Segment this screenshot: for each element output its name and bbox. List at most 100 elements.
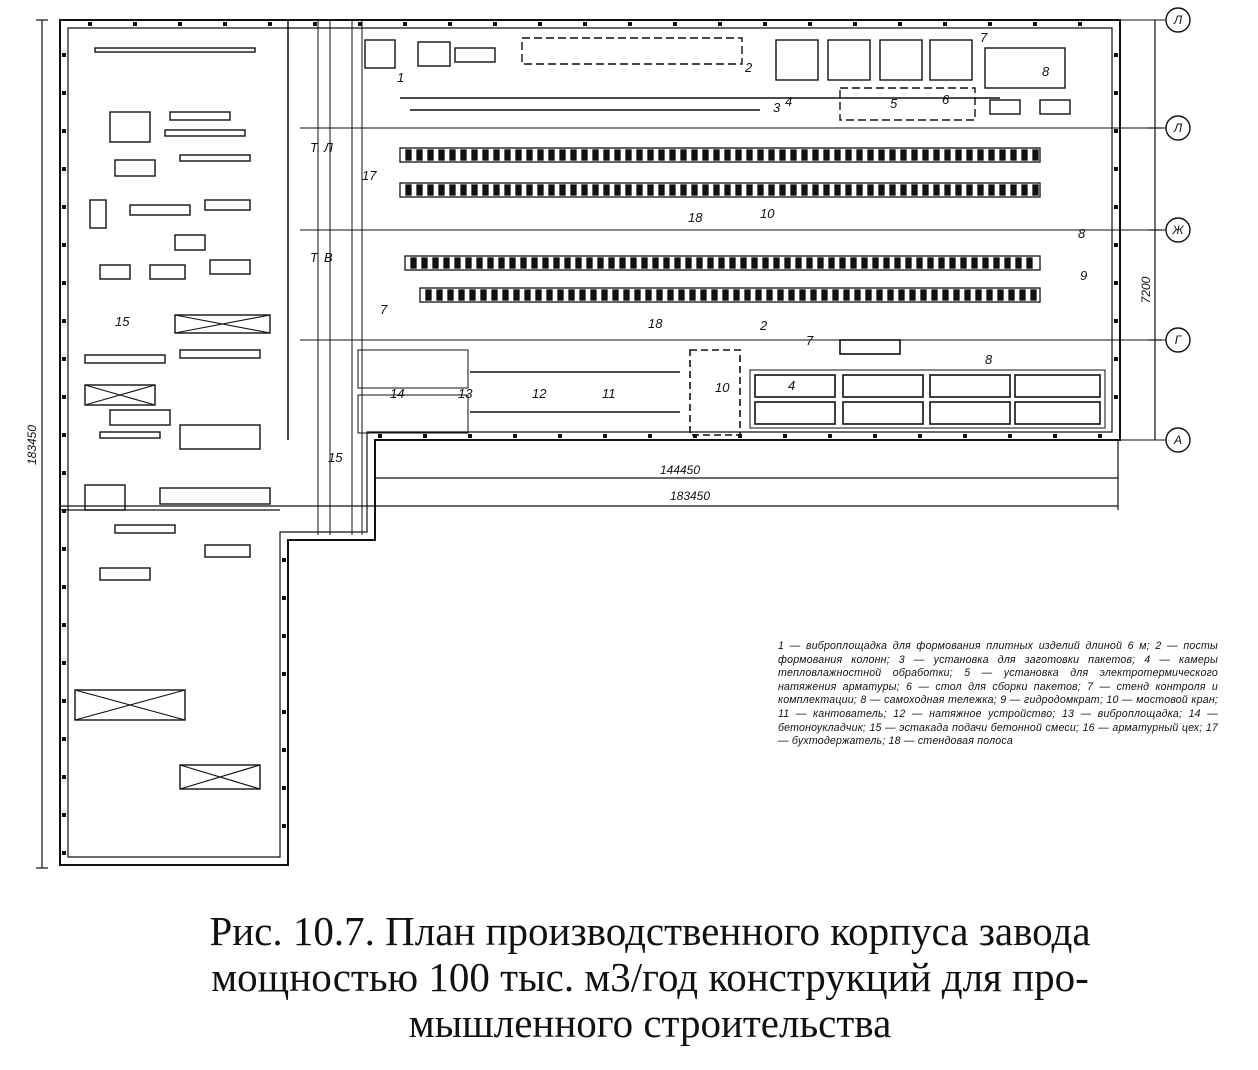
wall-column bbox=[282, 558, 286, 562]
wall-column bbox=[918, 434, 922, 438]
callout-4: 4 bbox=[785, 94, 792, 109]
callout-12: 12 bbox=[532, 386, 547, 401]
callout-7: 7 bbox=[806, 333, 814, 348]
wall-column bbox=[133, 22, 137, 26]
wall-column bbox=[783, 434, 787, 438]
wall-column bbox=[62, 661, 66, 665]
wall-column bbox=[62, 129, 66, 133]
wall-column bbox=[223, 22, 227, 26]
wall-column bbox=[62, 243, 66, 247]
wall-column bbox=[1033, 22, 1037, 26]
callout-2: 2 bbox=[744, 60, 753, 75]
callout-2: 2 bbox=[759, 318, 768, 333]
callout-7: 7 bbox=[380, 302, 388, 317]
caption-line: мышленного строительства bbox=[408, 1000, 892, 1046]
wall-column bbox=[738, 434, 742, 438]
stand-strip bbox=[404, 255, 1041, 271]
wall-column bbox=[62, 547, 66, 551]
callout-18: 18 bbox=[688, 210, 703, 225]
wall-column bbox=[62, 623, 66, 627]
wall-column bbox=[62, 91, 66, 95]
wall-column bbox=[282, 710, 286, 714]
wall-column bbox=[1008, 434, 1012, 438]
wall-column bbox=[693, 434, 697, 438]
wall-column bbox=[943, 22, 947, 26]
axis-label: Г bbox=[1175, 333, 1183, 347]
wall-column bbox=[62, 357, 66, 361]
wall-column bbox=[718, 22, 722, 26]
wall-column bbox=[62, 433, 66, 437]
wall-column bbox=[178, 22, 182, 26]
wall-column bbox=[1053, 434, 1057, 438]
callout-6: 6 bbox=[942, 92, 950, 107]
wall-column bbox=[62, 813, 66, 817]
wall-column bbox=[282, 596, 286, 600]
cell-label: Т. В bbox=[310, 250, 333, 265]
wall-column bbox=[808, 22, 812, 26]
stand-strip bbox=[399, 147, 1041, 163]
wall-column bbox=[1114, 91, 1118, 95]
wall-column bbox=[62, 699, 66, 703]
dimension-inner: 144450 bbox=[660, 463, 700, 477]
callout-5: 5 bbox=[890, 96, 898, 111]
stand-strip bbox=[399, 182, 1041, 198]
wall-column bbox=[403, 22, 407, 26]
callout-8: 8 bbox=[985, 352, 993, 367]
wall-column bbox=[62, 205, 66, 209]
axis-label: Л bbox=[1173, 121, 1183, 135]
wall-column bbox=[62, 509, 66, 513]
callout-8: 8 bbox=[1078, 226, 1086, 241]
legend-text: 1 — виброплощадка для формования плитных… bbox=[778, 640, 1218, 748]
wall-column bbox=[1098, 434, 1102, 438]
wall-column bbox=[493, 22, 497, 26]
axis-label: А bbox=[1173, 433, 1182, 447]
axis-label: Ж bbox=[1171, 223, 1184, 237]
caption-line: Рис. 10.7. План производственного корпус… bbox=[209, 908, 1091, 954]
wall-column bbox=[648, 434, 652, 438]
wall-column bbox=[583, 22, 587, 26]
wall-column bbox=[268, 22, 272, 26]
wall-column bbox=[898, 22, 902, 26]
wall-column bbox=[828, 434, 832, 438]
stand-strip bbox=[419, 287, 1041, 303]
callout-7: 7 bbox=[980, 30, 988, 45]
wall-column bbox=[282, 786, 286, 790]
wall-column bbox=[963, 434, 967, 438]
wall-column bbox=[62, 395, 66, 399]
wall-column bbox=[62, 167, 66, 171]
wall-column bbox=[1078, 22, 1082, 26]
wall-column bbox=[673, 22, 677, 26]
wall-column bbox=[62, 53, 66, 57]
wall-column bbox=[873, 434, 877, 438]
wall-column bbox=[763, 22, 767, 26]
callout-17: 17 bbox=[362, 168, 377, 183]
wall-column bbox=[62, 319, 66, 323]
wall-column bbox=[62, 585, 66, 589]
wall-column bbox=[88, 22, 92, 26]
wall-column bbox=[282, 748, 286, 752]
wall-column bbox=[1114, 319, 1118, 323]
callout-13: 13 bbox=[458, 386, 473, 401]
wall-column bbox=[423, 434, 427, 438]
callout-1: 1 bbox=[397, 70, 404, 85]
callout-15: 15 bbox=[328, 450, 343, 465]
wall-column bbox=[1114, 205, 1118, 209]
callout-4: 4 bbox=[788, 378, 795, 393]
building-outline bbox=[59, 19, 1121, 866]
wall-column bbox=[378, 434, 382, 438]
wall-column bbox=[62, 775, 66, 779]
wall-column bbox=[62, 737, 66, 741]
axis-label: Л bbox=[1173, 13, 1183, 27]
wall-column bbox=[1114, 357, 1118, 361]
factory-plan-drawing: Л Л Ж Г А 144450 183450 183450 7200 Т. Л… bbox=[25, 7, 1191, 869]
wall-column bbox=[558, 434, 562, 438]
wall-column bbox=[62, 471, 66, 475]
caption-line: мощностью 100 тыс. м3/год конструкций дл… bbox=[211, 954, 1089, 1000]
callout-10: 10 bbox=[760, 206, 775, 221]
wall-column bbox=[513, 434, 517, 438]
wall-column bbox=[1114, 395, 1118, 399]
inner-outline bbox=[67, 27, 1113, 858]
callout-3: 3 bbox=[773, 100, 781, 115]
wall-column bbox=[538, 22, 542, 26]
wall-column bbox=[282, 634, 286, 638]
